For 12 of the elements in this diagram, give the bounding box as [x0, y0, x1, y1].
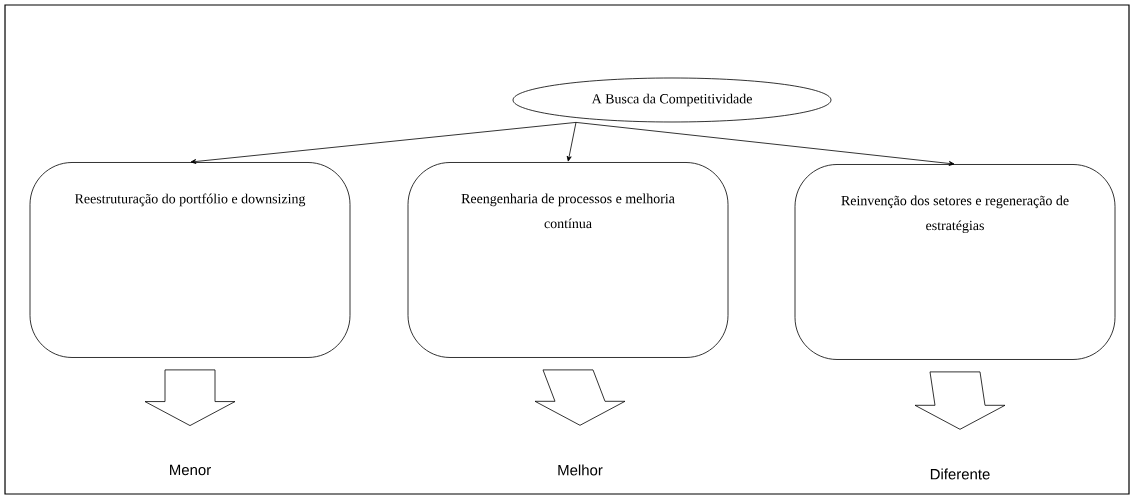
arrow — [566, 122, 577, 162]
block-arrow — [144, 369, 236, 426]
result-label: Diferente — [930, 468, 990, 480]
result-label: Melhor — [558, 464, 603, 476]
block-arrow — [914, 371, 1006, 430]
arrow — [575, 122, 955, 166]
arrow — [190, 122, 577, 164]
block-arrow — [534, 369, 626, 426]
rounded-box: Reinvenção dos setores e regeneração de estratégias — [794, 164, 1116, 360]
rounded-box: Reengenharia de processos e melhoria contínua — [407, 162, 729, 358]
rounded-box: Reestruturação do portfólio e downsizing — [29, 162, 351, 358]
result-label: Menor — [170, 464, 211, 476]
